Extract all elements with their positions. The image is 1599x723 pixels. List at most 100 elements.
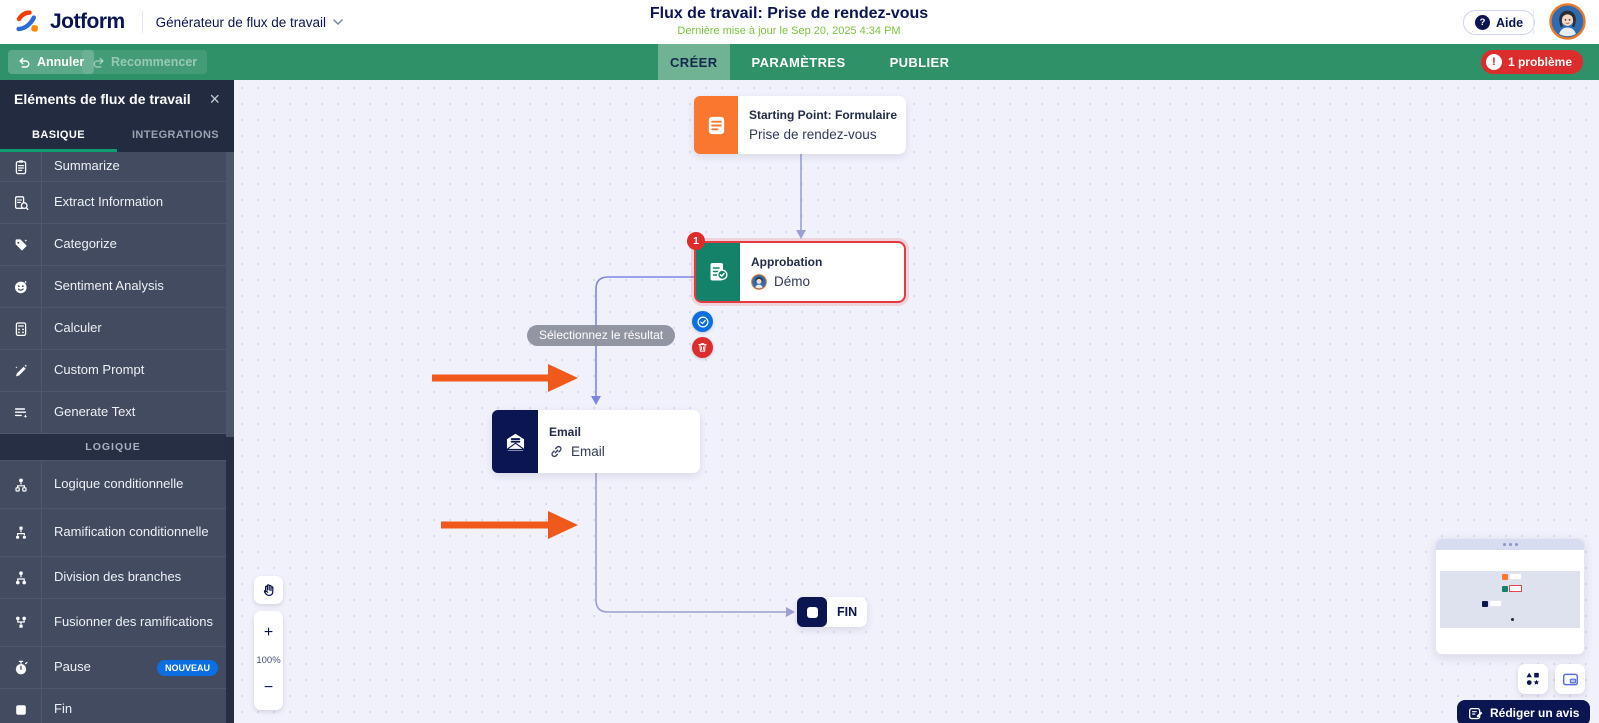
hand-icon (263, 584, 273, 597)
custom-prompt-icon (0, 350, 42, 391)
product-menu[interactable]: Générateur de flux de travail (156, 15, 343, 30)
chevron-down-icon (333, 19, 343, 25)
header-divider (1533, 10, 1534, 34)
top-header: Jotform Générateur de flux de travail Fl… (0, 0, 1599, 44)
problem-badge[interactable]: ! 1 problème (1480, 50, 1583, 74)
workflow-title-block: Flux de travail: Prise de rendez-vous De… (650, 5, 928, 37)
tab-parametres[interactable]: PARAMÈTRES (751, 54, 846, 70)
sidebar-item-pause[interactable]: Pause NOUVEAU (0, 647, 226, 689)
preview-panel-button[interactable] (1555, 664, 1585, 694)
pan-tool-button[interactable] (254, 576, 283, 604)
exclamation-icon: ! (1485, 54, 1502, 70)
start-node[interactable]: Starting Point: Formulaire Prise de rend… (694, 96, 906, 154)
picture-in-picture-icon (1562, 673, 1578, 685)
delete-action-button[interactable] (692, 337, 713, 358)
close-icon[interactable]: × (209, 89, 220, 109)
approval-icon (696, 243, 740, 301)
jotform-logo-icon[interactable] (14, 9, 41, 36)
conditional-logic-icon (0, 461, 42, 508)
extract-information-icon (0, 182, 42, 223)
zoom-level-label: 100% (256, 655, 281, 666)
summarize-icon (0, 152, 42, 181)
elements-list: Summarize Extract Information Categorize… (0, 152, 226, 723)
minimap-email-node (1482, 600, 1502, 607)
end-node[interactable]: FIN (797, 597, 868, 627)
zoom-in-button[interactable]: + (254, 611, 283, 655)
minimap-end-node (1511, 618, 1514, 621)
calculate-icon (0, 308, 42, 349)
feedback-button[interactable]: Rédiger un avis (1457, 700, 1591, 723)
sidebar-item-division-des-branches[interactable]: Division des branches (0, 557, 226, 599)
sidebar-scrollbar-thumb[interactable] (226, 152, 234, 437)
nouveau-badge: NOUVEAU (156, 659, 218, 676)
sidebar-item-extract-information[interactable]: Extract Information (0, 182, 226, 224)
brand: Jotform Générateur de flux de travail (14, 0, 343, 44)
tab-creer[interactable]: CRÉER (658, 44, 730, 80)
assignee-avatar (751, 273, 767, 290)
sidebar-item-calculer[interactable]: Calculer (0, 308, 226, 350)
sidebar-item-sentiment-analysis[interactable]: Sentiment Analysis (0, 266, 226, 308)
conditional-branch-icon (0, 509, 42, 556)
select-result-tooltip: Sélectionnez le résultat (527, 325, 676, 346)
sidebar-scrollbar[interactable] (226, 152, 234, 723)
tab-integrations[interactable]: INTEGRATIONS (131, 129, 220, 141)
sidebar-item-fusionner-des-ramifications[interactable]: Fusionner des ramifications (0, 599, 226, 647)
sidebar-item-summarize[interactable]: Summarize (0, 152, 226, 182)
sentiment-analysis-icon (0, 266, 42, 307)
undo-icon (19, 57, 30, 68)
email-link-label: Email (571, 443, 605, 459)
zoom-out-button[interactable]: − (254, 666, 283, 710)
minimap[interactable] (1435, 538, 1585, 655)
start-node-subtitle: Prise de rendez-vous (749, 127, 877, 142)
minimap-start-node (1502, 573, 1522, 580)
sidebar-item-categorize[interactable]: Categorize (0, 224, 226, 266)
question-icon: ? (1475, 15, 1490, 30)
end-element-icon (0, 689, 42, 723)
approval-node-title: Approbation (751, 254, 823, 269)
help-button[interactable]: ? Aide (1463, 10, 1536, 35)
workflow-canvas[interactable] (234, 80, 1599, 723)
link-icon (551, 445, 562, 457)
minimap-titlebar (1436, 539, 1584, 550)
brand-divider (141, 11, 143, 33)
tab-basique[interactable]: BASIQUE (0, 118, 117, 152)
email-node[interactable]: Email Email (492, 410, 700, 473)
email-node-title: Email (549, 424, 582, 439)
workflow-elements-panel: Eléments de flux de travail × BASIQUE IN… (0, 80, 234, 723)
form-icon (694, 96, 738, 154)
last-updated-label: Dernière mise à jour le Sep 20, 2025 4:3… (677, 25, 901, 37)
action-toolbar: Annuler Recommencer CRÉER PARAMÈTRES PUB… (0, 44, 1599, 80)
sidebar-item-generate-text[interactable]: Generate Text (0, 392, 226, 434)
check-circle-icon (696, 315, 709, 328)
undo-button[interactable]: Annuler (8, 50, 95, 74)
generate-text-icon (0, 392, 42, 433)
shapes-icon (1526, 672, 1540, 685)
split-branches-icon (0, 557, 42, 598)
redo-button[interactable]: Recommencer (82, 50, 208, 74)
approval-node[interactable]: Approbation Démo (694, 241, 906, 303)
redo-icon (93, 57, 104, 68)
sidebar-item-custom-prompt[interactable]: Custom Prompt (0, 350, 226, 392)
write-review-icon (1469, 707, 1483, 719)
assignee-name: Démo (774, 274, 811, 289)
panel-title: Eléments de flux de travail (14, 91, 191, 107)
sidebar-item-logique-conditionnelle[interactable]: Logique conditionnelle (0, 461, 226, 509)
user-avatar[interactable] (1549, 3, 1586, 40)
start-node-title: Starting Point: Formulaire (749, 108, 898, 122)
categorize-icon (0, 224, 42, 265)
elements-panel-button[interactable] (1518, 664, 1548, 694)
brand-name: Jotform (50, 10, 125, 33)
page-title: Flux de travail: Prise de rendez-vous (649, 5, 929, 22)
section-logique: LOGIQUE (0, 434, 226, 461)
approve-action-button[interactable] (692, 311, 713, 332)
email-icon (492, 410, 538, 473)
minimap-approval-node (1502, 585, 1522, 592)
tab-publier[interactable]: PUBLIER (889, 54, 950, 70)
sidebar-item-fin[interactable]: Fin (0, 689, 226, 723)
zoom-controls: + 100% − (254, 611, 283, 710)
builder-tabs: CRÉER PARAMÈTRES PUBLIER (658, 44, 971, 80)
pause-icon (0, 647, 42, 688)
end-icon (797, 597, 827, 627)
sidebar-item-ramification-conditionnelle[interactable]: Ramification conditionnelle (0, 509, 226, 557)
